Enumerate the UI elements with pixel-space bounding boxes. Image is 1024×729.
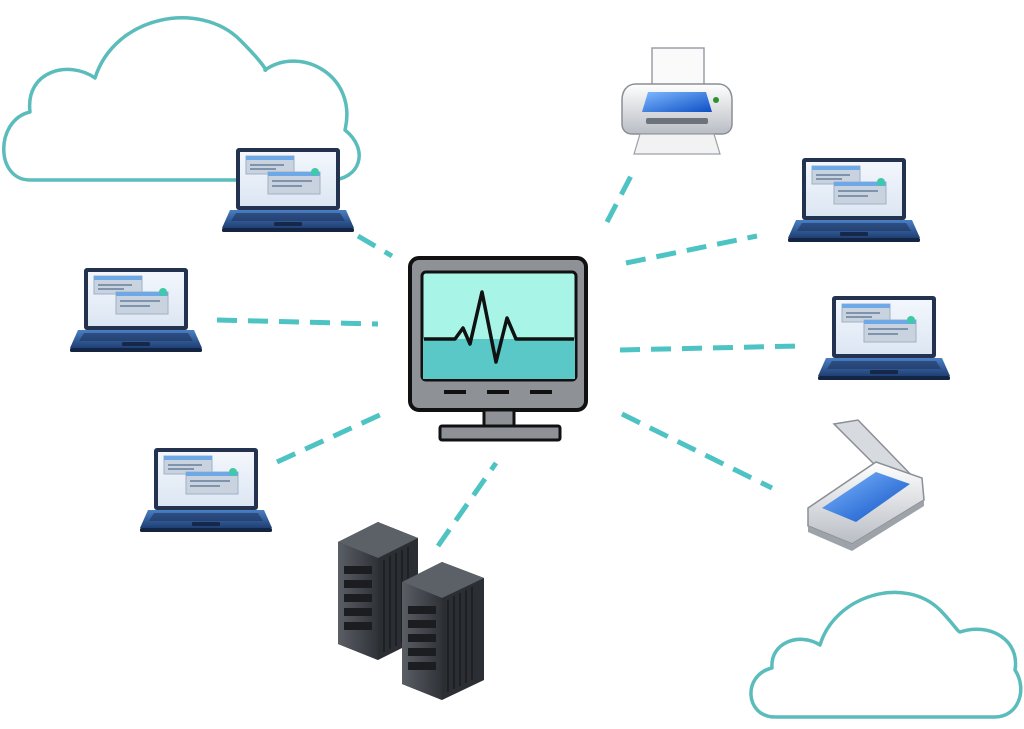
printer-icon <box>621 47 733 155</box>
connector-server-rack <box>435 461 499 548</box>
server-rack-icon <box>338 522 484 700</box>
connector-scanner <box>620 411 774 491</box>
laptop-low-left-icon <box>139 447 273 533</box>
laptop-mid-left-icon <box>69 267 203 353</box>
connector-laptop-top-left <box>356 233 394 259</box>
laptop-top-right-icon <box>787 157 921 243</box>
monitoring-monitor-icon <box>408 256 588 442</box>
cloud-top-left-icon <box>2 16 361 182</box>
connector-laptop-mid-right <box>619 343 799 353</box>
connector-laptop-low-left <box>275 411 384 465</box>
laptop-top-left-icon <box>221 147 355 233</box>
cloud-bottom-right-icon <box>749 590 1023 719</box>
connector-laptop-mid-left <box>216 317 379 327</box>
connector-laptop-top-right <box>625 233 758 266</box>
laptop-mid-right-icon <box>817 295 951 381</box>
connector-printer <box>604 172 635 224</box>
scanner-icon <box>807 419 925 551</box>
connectors <box>216 172 799 548</box>
